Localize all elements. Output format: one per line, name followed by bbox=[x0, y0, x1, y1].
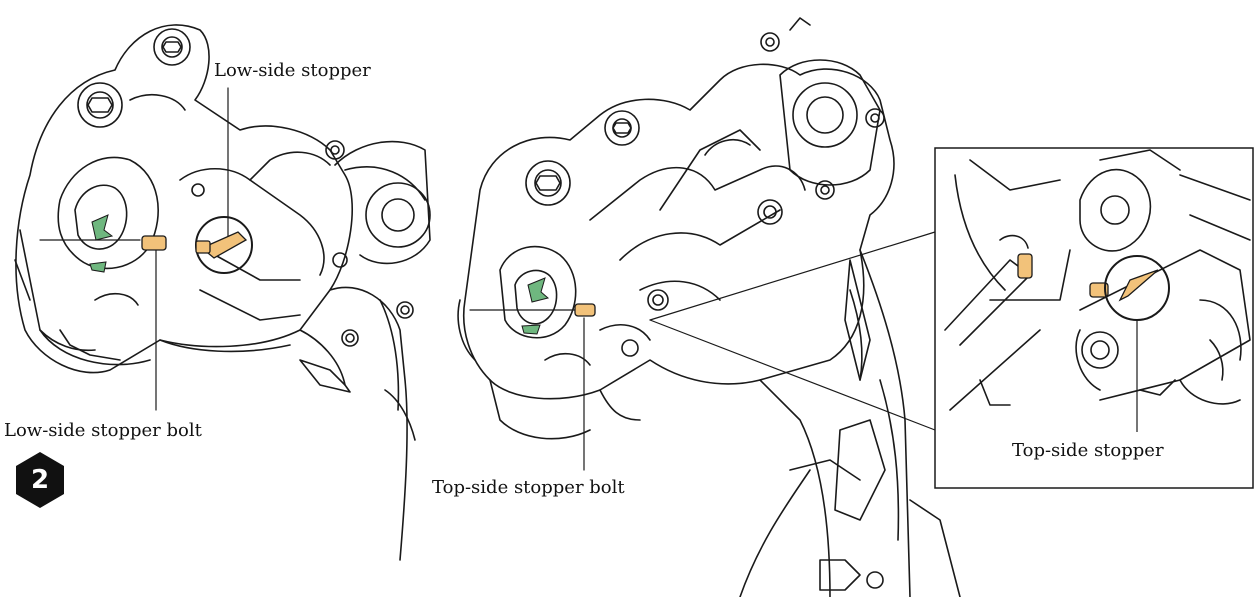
right-derailleur-body bbox=[457, 63, 911, 598]
left-derailleur-body bbox=[14, 24, 426, 561]
stopper-highlights bbox=[141, 231, 596, 317]
step-badge-icon bbox=[16, 452, 64, 508]
left-hex-bolts bbox=[77, 28, 414, 347]
right-hex-bolts bbox=[525, 32, 885, 589]
top-side-stopper-inset bbox=[934, 147, 1254, 489]
label-top-side-stopper: Top-side stopper bbox=[1012, 440, 1164, 461]
label-top-side-stopper-bolt: Top-side stopper bolt bbox=[432, 477, 625, 498]
label-low-side-stopper: Low-side stopper bbox=[214, 60, 371, 81]
right-leader-lines bbox=[469, 309, 585, 471]
label-low-side-stopper-bolt: Low-side stopper bolt bbox=[4, 420, 202, 441]
rotate-arrow-icon bbox=[89, 214, 550, 335]
right-cage-windows bbox=[834, 259, 961, 598]
right-pulley-housing bbox=[779, 17, 881, 186]
step-number: 2 bbox=[30, 465, 50, 495]
left-leader-lines bbox=[39, 87, 229, 411]
left-pulley-housing bbox=[334, 140, 431, 265]
inset-connector-lines bbox=[649, 231, 936, 431]
